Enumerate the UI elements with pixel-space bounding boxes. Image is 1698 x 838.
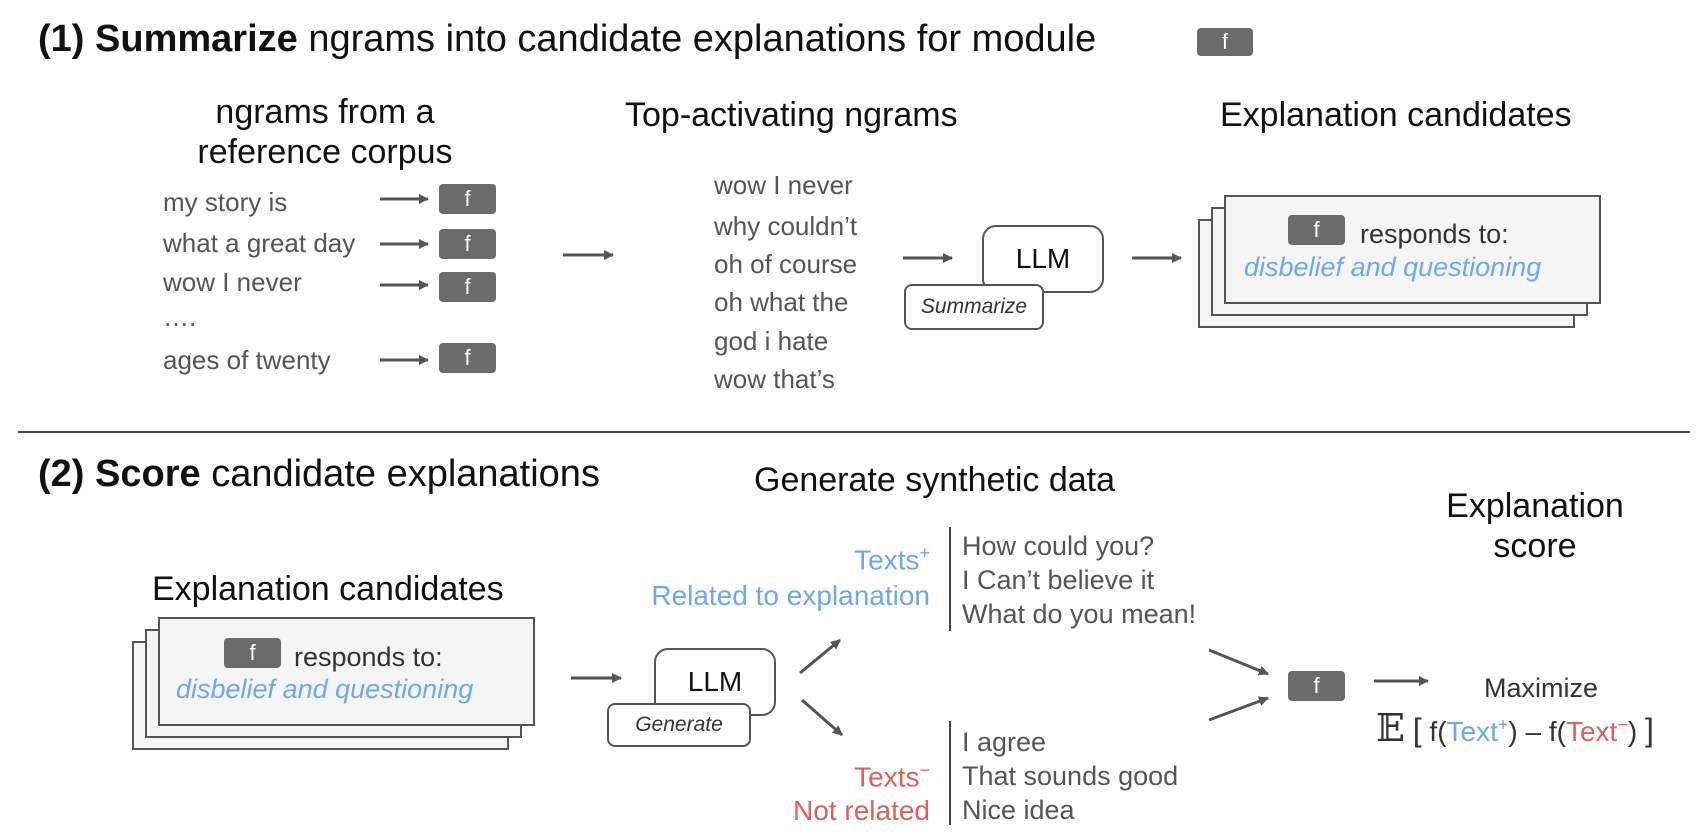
section2-rest: candidate explanations — [211, 453, 600, 495]
arrow-plus-to-f — [1208, 648, 1269, 676]
top-ngram-6: wow that’s — [714, 364, 835, 394]
formula-text-minus: Text — [1565, 716, 1618, 747]
module-f-candidate-2: f — [224, 638, 281, 668]
module-f-2: f — [439, 229, 496, 259]
module-f-title: f — [1197, 28, 1253, 56]
section1-bold: Summarize — [95, 18, 298, 60]
ngram-5: ages of twenty — [163, 345, 331, 375]
responds-to-1: responds to: — [1360, 219, 1509, 249]
text-plus-1: How could you? — [962, 531, 1155, 561]
related-label: Related to explanation — [651, 580, 930, 611]
module-f-1: f — [439, 184, 496, 214]
top-ngram-5: god i hate — [714, 326, 829, 356]
corpus-heading: ngrams from a reference corpus — [170, 92, 480, 172]
top-ngram-3: oh of course — [714, 249, 858, 279]
candidates-heading-1: Explanation candidates — [1220, 96, 1572, 134]
summarize-label: Summarize — [904, 284, 1044, 330]
section1-rest: ngrams into candidate explanations for m… — [308, 18, 1097, 60]
ngram-3: wow I never — [163, 267, 302, 297]
texts-minus-text: Texts — [854, 761, 920, 793]
score-heading-line1: Explanation — [1446, 487, 1624, 525]
top-ngram-4: oh what the — [714, 287, 849, 317]
formula-mid: ) – f( — [1508, 716, 1566, 747]
candidate-card-front-1 — [1224, 195, 1601, 304]
text-minus-1: I agree — [962, 727, 1047, 757]
score-heading: Explanation score — [1410, 486, 1660, 566]
texts-plus-label: Texts+ — [854, 543, 930, 576]
section-divider — [18, 431, 1690, 433]
score-heading-line2: score — [1493, 527, 1577, 565]
ngram-2: what a great day — [163, 228, 356, 258]
generate-label: Generate — [607, 703, 751, 747]
texts-plus-text: Texts — [854, 544, 920, 576]
expectation-symbol: 𝔼 — [1376, 706, 1405, 750]
arrow-to-texts-minus — [801, 698, 843, 737]
module-f-3: f — [439, 272, 496, 302]
module-f-5: f — [439, 343, 496, 373]
formula-text-plus: Text — [1446, 716, 1498, 747]
score-formula: 𝔼 [ f(Text+) – f(Text−) ] — [1376, 706, 1654, 750]
text-minus-2: That sounds good — [962, 761, 1179, 791]
text-plus-2: I Can’t believe it — [962, 565, 1155, 595]
ngram-1: my story is — [163, 187, 288, 217]
module-f-candidate-1: f — [1288, 215, 1345, 245]
module-f-score: f — [1288, 671, 1345, 701]
synthetic-heading: Generate synthetic data — [754, 461, 1116, 499]
section2-bold: Score — [95, 453, 201, 495]
texts-minus-label: Texts− — [854, 760, 930, 793]
formula-plus-sup: + — [1497, 714, 1509, 735]
texts-plus-bracket — [949, 527, 951, 631]
texts-plus-sup: + — [919, 543, 930, 563]
text-plus-3: What do you mean! — [962, 599, 1197, 629]
section2-title: (2) Score candidate explanations — [38, 453, 600, 496]
formula-minus-sup: − — [1617, 714, 1628, 735]
top-ngram-1: wow I never — [714, 170, 853, 200]
text-minus-3: Nice idea — [962, 795, 1075, 825]
texts-minus-sup: − — [919, 760, 930, 780]
responds-to-2: responds to: — [294, 642, 443, 672]
corpus-heading-line2: reference corpus — [197, 133, 453, 171]
section1-title: (1) Summarize ngrams into candidate expl… — [38, 18, 1096, 61]
not-related-label: Not related — [793, 795, 930, 826]
explanation-text-2: disbelief and questioning — [176, 674, 474, 704]
top-ngram-2: why couldn’t — [714, 211, 858, 241]
llm-summarize-box: LLM — [982, 225, 1104, 293]
corpus-heading-line1: ngrams from a — [215, 93, 435, 131]
formula-close-bracket: ] — [1644, 712, 1654, 748]
formula-open-bracket: [ — [1412, 712, 1422, 748]
explanation-text-1: disbelief and questioning — [1244, 252, 1542, 282]
formula-f-open-1: f( — [1429, 716, 1447, 747]
maximize-label: Maximize — [1484, 673, 1599, 703]
ngram-ellipsis: …. — [163, 302, 197, 332]
top-ngrams-heading: Top-activating ngrams — [625, 96, 958, 134]
arrow-minus-to-f — [1208, 696, 1269, 722]
arrow-to-texts-plus — [799, 638, 841, 675]
section2-number: (2) — [38, 453, 85, 495]
section1-number: (1) — [38, 18, 85, 60]
candidates-heading-2: Explanation candidates — [152, 570, 504, 608]
texts-minus-bracket — [949, 721, 951, 825]
candidate-card-front-2 — [158, 617, 535, 726]
formula-close-paren: ) — [1627, 716, 1638, 747]
